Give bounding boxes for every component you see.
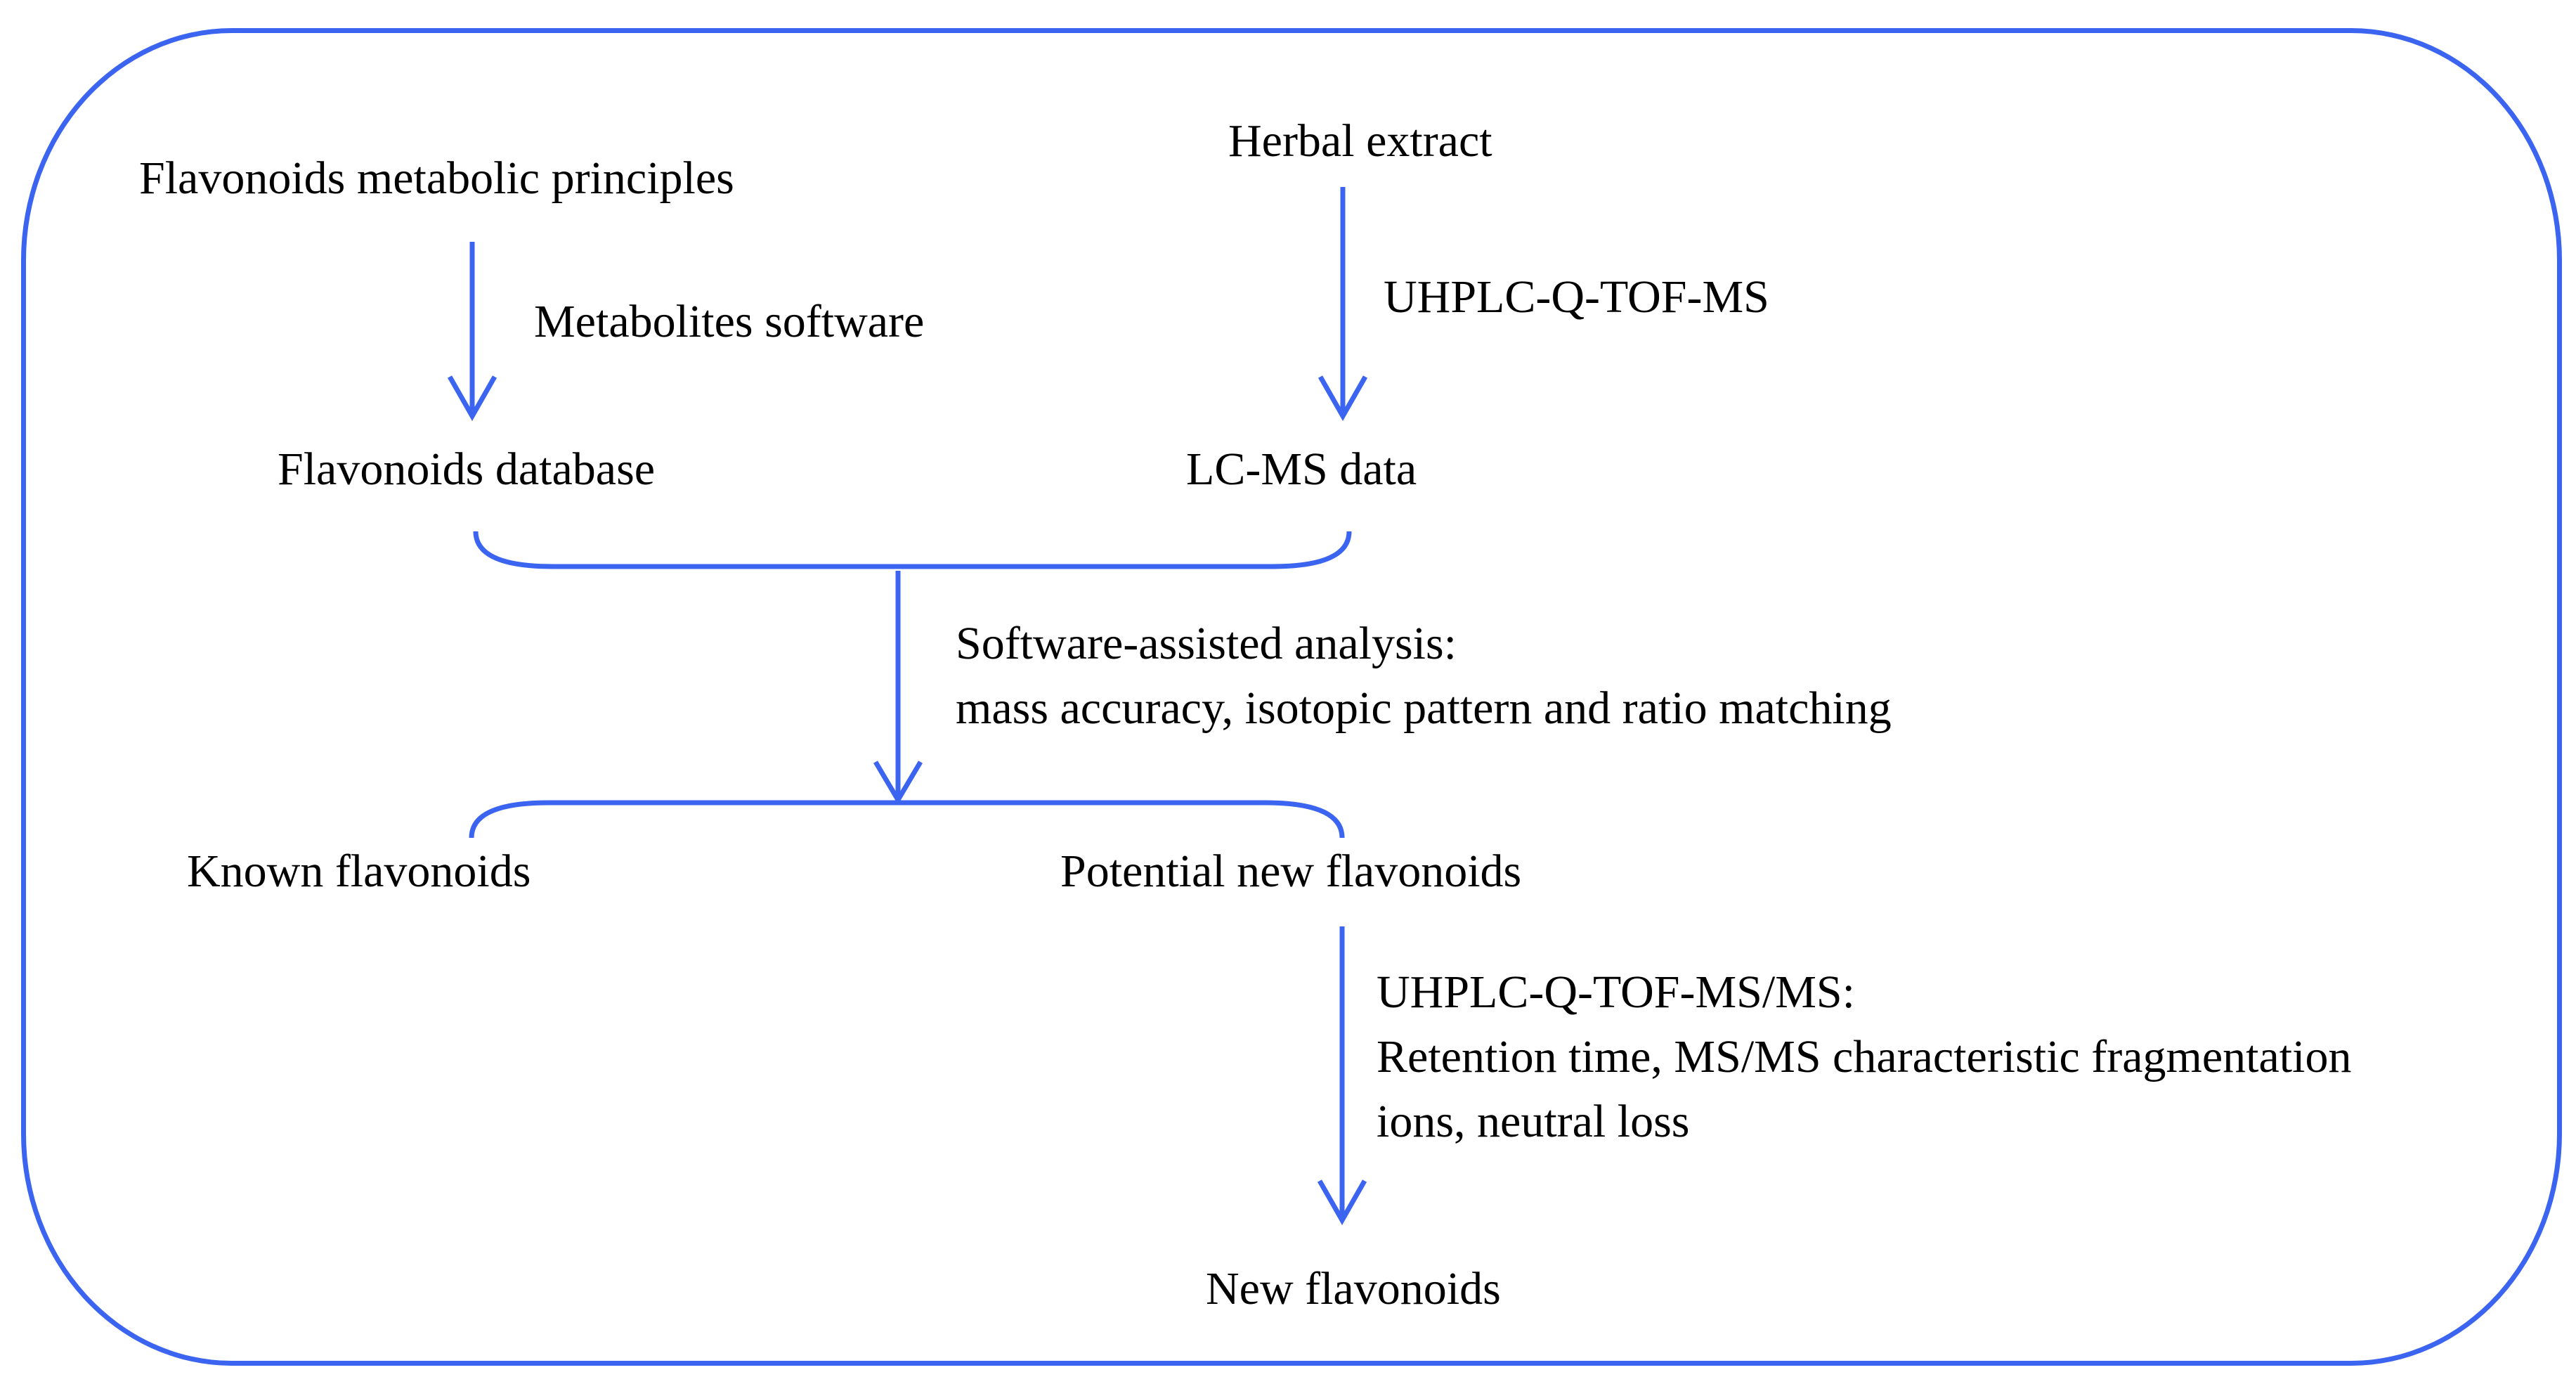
label-software-assisted-analysis-line2: mass accuracy, isotopic pattern and rati… (956, 683, 1892, 734)
arrow-merge-to-split (873, 571, 923, 805)
arrow-potential-to-new (1317, 926, 1367, 1226)
label-uhplc-q-tof-ms-ms-line2: Retention time, MS/MS characteristic fra… (1377, 1031, 2352, 1082)
split-bracket (469, 800, 1345, 839)
node-flavonoids-database: Flavonoids database (278, 444, 656, 495)
arrow-principles-to-database (447, 242, 497, 422)
label-uhplc-q-tof-ms: UHPLC-Q-TOF-MS (1384, 271, 1769, 323)
node-lc-ms-data: LC-MS data (1186, 444, 1417, 495)
node-herbal-extract: Herbal extract (1228, 115, 1492, 167)
node-flavonoids-metabolic-principles: Flavonoids metabolic principles (139, 153, 734, 204)
label-uhplc-q-tof-ms-ms-line3: ions, neutral loss (1377, 1096, 1690, 1147)
arrow-herbal-to-lcms (1318, 187, 1368, 422)
node-potential-new-flavonoids: Potential new flavonoids (1060, 846, 1522, 897)
label-metabolites-software: Metabolites software (534, 296, 925, 347)
diagram-border (21, 28, 2562, 1366)
arrow-down-icon (1317, 1179, 1367, 1226)
label-software-assisted-analysis: Software-assisted analysis: mass accurac… (956, 612, 1892, 741)
label-uhplc-q-tof-ms-ms-line1: UHPLC-Q-TOF-MS/MS: (1377, 966, 1855, 1018)
merge-bracket (473, 531, 1352, 569)
arrow-down-icon (1318, 375, 1368, 422)
node-known-flavonoids: Known flavonoids (187, 846, 531, 897)
label-uhplc-q-tof-ms-ms: UHPLC-Q-TOF-MS/MS: Retention time, MS/MS… (1377, 960, 2351, 1154)
arrow-down-icon (447, 375, 497, 422)
arrow-down-icon (873, 761, 923, 805)
node-new-flavonoids: New flavonoids (1206, 1263, 1501, 1314)
label-software-assisted-analysis-line1: Software-assisted analysis: (956, 618, 1457, 669)
